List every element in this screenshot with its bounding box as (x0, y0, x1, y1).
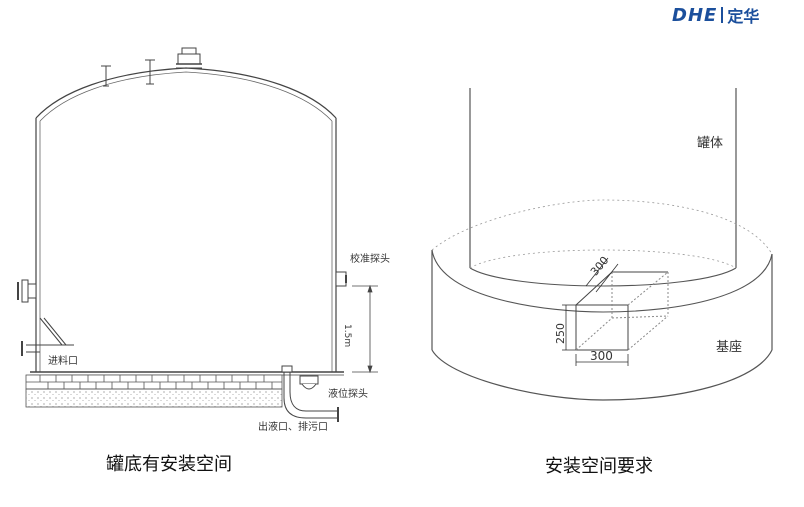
base-top-back (431, 199, 773, 255)
base-top-front (431, 249, 773, 313)
roof-nozzle-1 (101, 65, 111, 87)
side-flange (17, 279, 37, 303)
calibration-probe-symbol (335, 271, 347, 287)
dim-top (585, 257, 619, 293)
tank-elevation (17, 47, 378, 422)
label-inlet: 进料口 (48, 356, 78, 367)
label-height-dim: 1.5m (342, 324, 352, 348)
caption-left: 罐底有安装空间 (106, 454, 232, 475)
manhole (176, 47, 202, 69)
dim-side (562, 304, 576, 351)
level-probe-symbol (299, 375, 319, 390)
roof-nozzle-2 (145, 59, 155, 85)
dim-bottom (575, 354, 629, 366)
logo-brand-name: 定华 (727, 7, 760, 26)
label-level-probe: 液位探头 (328, 389, 368, 400)
base-3d (431, 88, 773, 401)
tank-dome (35, 67, 337, 119)
label-dim-side: 250 (554, 323, 567, 344)
logo-divider (721, 7, 724, 23)
inlet-pipe (21, 341, 74, 356)
label-base: 基座 (716, 340, 743, 355)
label-dim-bottom: 300 (590, 349, 613, 363)
foundation (25, 374, 283, 408)
height-dimension (352, 284, 378, 374)
logo-mark: DHE (672, 4, 718, 26)
label-calibration-probe: 校准探头 (350, 254, 390, 265)
label-outlet: 出液口、排污口 (258, 422, 328, 433)
label-tank-body: 罐体 (697, 136, 724, 151)
installation-slot (575, 271, 669, 351)
caption-right: 安装空间要求 (545, 456, 653, 477)
brand-logo: DHE 定华 (672, 4, 760, 27)
outlet-pipe (281, 365, 339, 422)
